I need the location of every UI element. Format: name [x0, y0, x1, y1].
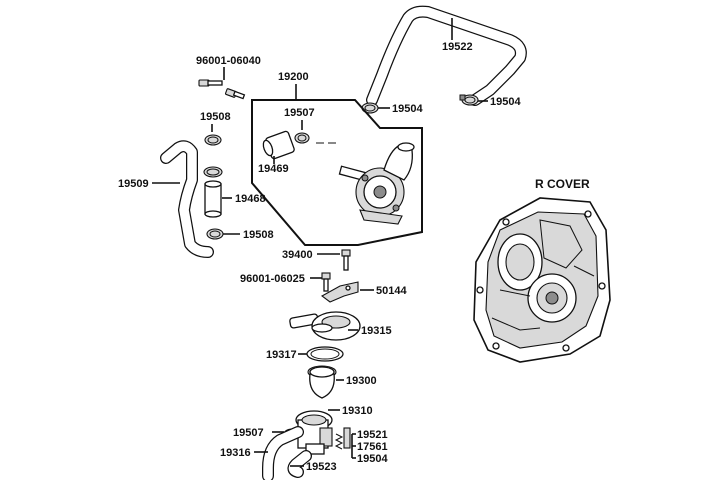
label-19469: 19469: [258, 163, 289, 175]
bolt-19521: [343, 427, 351, 449]
label-96001-06040: 96001-06040: [196, 55, 261, 67]
clamp-19508-top: [204, 134, 222, 146]
label-19521: 19521: [357, 429, 388, 441]
hose-19522: [366, 5, 527, 106]
thermostat-19300: [307, 365, 337, 399]
thermostat-housing-19310: [295, 410, 333, 455]
spring-17561: [334, 433, 344, 450]
clamp-19507-upper: [294, 132, 310, 144]
hose-19523: [287, 450, 312, 478]
label-39400: 39400: [282, 249, 313, 261]
label-r-cover: R COVER: [535, 177, 590, 191]
label-19504-a: 19504: [392, 103, 423, 115]
water-pump-assembly: [338, 142, 415, 225]
hose-19509: [160, 140, 214, 258]
label-19310: 19310: [342, 405, 373, 417]
label-50144: 50144: [376, 285, 407, 297]
bolt-39400: [341, 249, 351, 271]
label-19317: 19317: [266, 349, 297, 361]
label-19504-c: 19504: [357, 453, 388, 465]
bolt-96001-06040-b: [225, 88, 246, 100]
bolt-96001-06040-a: [198, 79, 223, 87]
label-17561: 17561: [357, 441, 388, 453]
bracket-50144: [320, 281, 359, 303]
label-19315: 19315: [361, 325, 392, 337]
r-cover-casing: [473, 197, 611, 363]
clamp-19508-bottom: [206, 228, 224, 240]
pipe-19468: [204, 180, 222, 218]
thermostat-cover-19315: [289, 311, 361, 341]
label-19522: 19522: [442, 41, 473, 53]
clamp-19504-right: [459, 94, 479, 106]
o-ring-19317: [306, 346, 344, 362]
label-19200: 19200: [278, 71, 309, 83]
label-19507-b: 19507: [233, 427, 264, 439]
label-19504-b: 19504: [490, 96, 521, 108]
label-19316: 19316: [220, 447, 251, 459]
label-96001-06025: 96001-06025: [240, 273, 305, 285]
label-19508-a: 19508: [200, 111, 231, 123]
clamp-19508-mid: [203, 166, 223, 178]
label-19523: 19523: [306, 461, 337, 473]
bolt-96001-06025: [321, 272, 331, 292]
pump-group-outline: [251, 99, 423, 246]
hose-19469: [262, 130, 295, 160]
label-19509: 19509: [118, 178, 149, 190]
label-19507-a: 19507: [284, 107, 315, 119]
label-19468: 19468: [235, 193, 266, 205]
label-19508-b: 19508: [243, 229, 274, 241]
label-19300: 19300: [346, 375, 377, 387]
hose-19316: [262, 426, 304, 480]
